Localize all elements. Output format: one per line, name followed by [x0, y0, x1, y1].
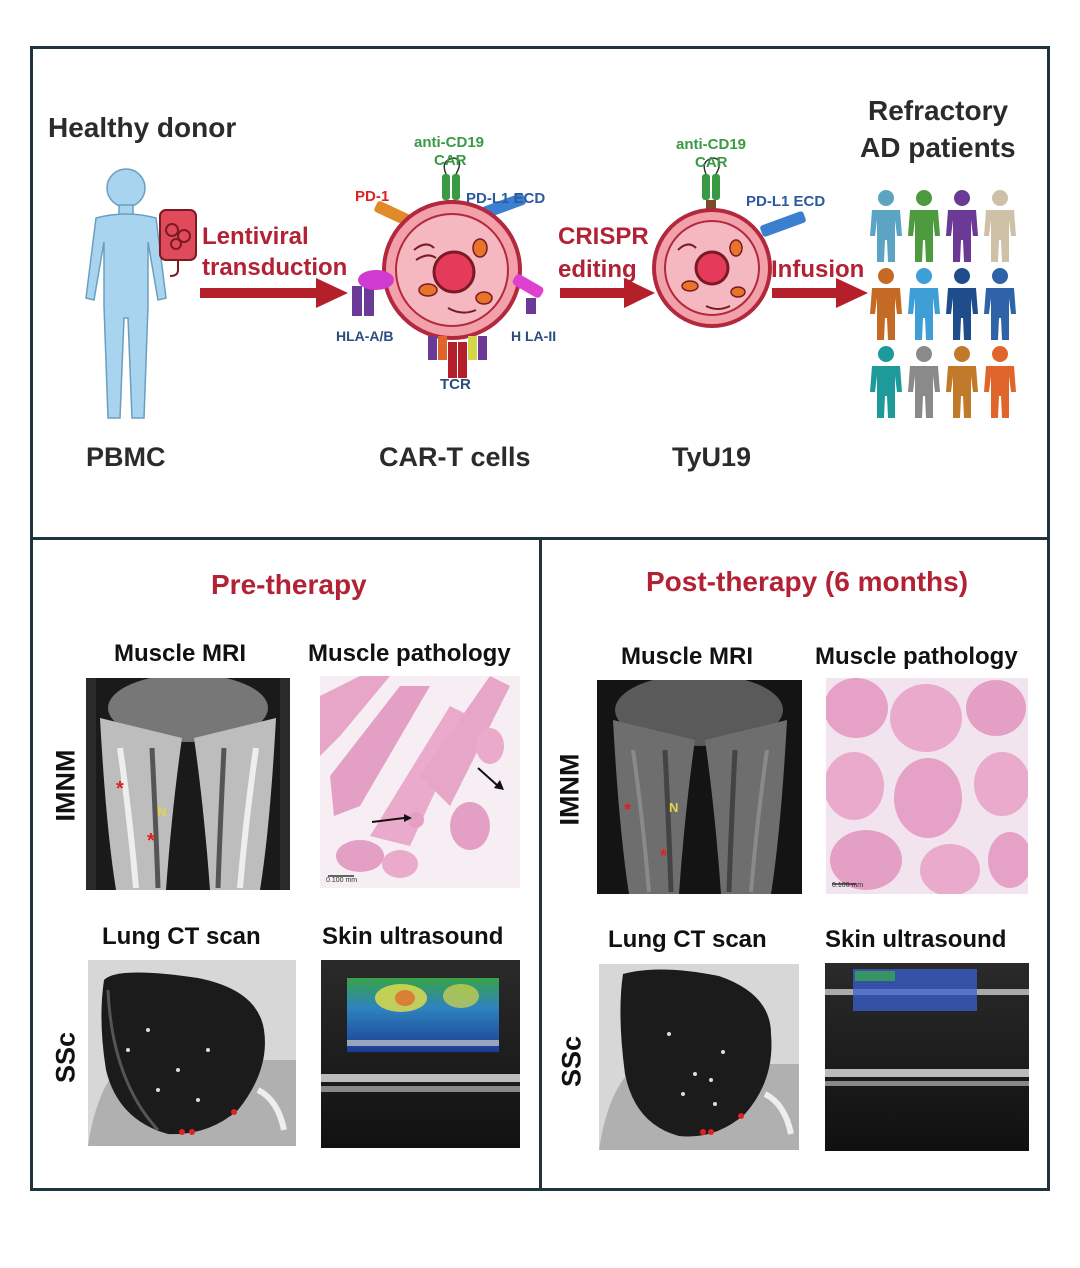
anti-cd19-label-line2: CAR [434, 152, 467, 169]
refractory-label-line2: AD patients [860, 132, 1016, 163]
lentiviral-label-line2: transduction [202, 254, 348, 281]
patient-figure-icon [908, 190, 940, 262]
patients-grid [870, 190, 1016, 418]
tyu19-label: TyU19 [672, 442, 752, 472]
patient-figure-icon [984, 346, 1016, 418]
pre-skin-ultrasound-image [321, 960, 520, 1148]
infusion-label: Infusion [771, 256, 865, 283]
hla-ii-label: H LA-II [511, 328, 557, 344]
post-therapy-title: Post-therapy (6 months) [646, 566, 969, 597]
patient-figure-icon [870, 268, 902, 340]
pre-muscle-pathology-image [320, 676, 520, 888]
pre-therapy-title: Pre-therapy [211, 569, 367, 600]
tcr-label: TCR [440, 376, 471, 393]
crispr-label-line2: editing [558, 256, 637, 283]
hla-ab-label: HLA-A/B [336, 328, 394, 344]
tyu19-pdl1-ecd-label: PD-L1 ECD [746, 193, 826, 210]
pre-muscle-pathology-label: Muscle pathology [308, 640, 511, 667]
post-muscle-mri-image [597, 680, 802, 894]
post-mri-n-mark: N [669, 800, 679, 815]
patient-figure-icon [908, 346, 940, 418]
post-ssc-label: SSc [556, 1035, 587, 1088]
pdl1-ecd-label: PD-L1 ECD [466, 190, 546, 207]
refractory-label-line1: Refractory [868, 95, 1009, 126]
post-lung-ct-label: Lung CT scan [608, 926, 767, 953]
pre-mri-star-2: * [147, 830, 155, 852]
pre-mri-star-1: * [116, 778, 124, 800]
lentiviral-arrow [200, 278, 348, 308]
car-t-cell-diagram [352, 157, 544, 378]
post-imnm-label: IMNM [554, 753, 585, 826]
patient-figure-icon [870, 346, 902, 418]
blood-bag-icon [159, 209, 197, 277]
healthy-donor-label: Healthy donor [48, 112, 237, 143]
tyu19-cell-diagram [652, 157, 806, 328]
pre-lung-ct-label: Lung CT scan [102, 923, 261, 950]
post-muscle-mri-label: Muscle MRI [621, 643, 754, 670]
patient-figure-icon [946, 268, 978, 340]
post-muscle-pathology-image [826, 678, 1028, 894]
post-pathology-scale-bar: 0.100 mm [832, 882, 864, 889]
patient-figure-icon [946, 190, 978, 262]
anti-cd19-label-line1: anti-CD19 [414, 134, 485, 151]
pre-muscle-mri-image [86, 678, 290, 890]
infusion-arrow [772, 278, 868, 308]
patient-figure-icon [946, 346, 978, 418]
pre-imnm-label: IMNM [50, 749, 81, 822]
patient-figure-icon [908, 268, 940, 340]
pre-skin-ultrasound-label: Skin ultrasound [322, 923, 504, 950]
donor-body-icon [85, 168, 167, 419]
crispr-arrow [560, 278, 655, 308]
lentiviral-label-line1: Lentiviral [202, 223, 309, 250]
pd1-label: PD-1 [355, 188, 390, 205]
pre-lung-ct-image [88, 960, 296, 1146]
pre-ssc-label: SSc [50, 1031, 81, 1084]
post-mri-star-2: * [660, 846, 668, 866]
patient-figure-icon [984, 268, 1016, 340]
tyu19-anti-cd19-label-line1: anti-CD19 [676, 136, 747, 153]
tyu19-anti-cd19-label-line2: CAR [695, 154, 728, 171]
post-skin-ultrasound-label: Skin ultrasound [825, 926, 1007, 953]
patient-figure-icon [984, 190, 1016, 262]
post-skin-ultrasound-image [825, 963, 1029, 1151]
post-mri-star-1: * [624, 800, 632, 820]
pre-pathology-scale-bar: 0.100 mm [326, 877, 358, 884]
bottom-right-panel-frame [539, 537, 1050, 1191]
pre-mri-n-mark: N [157, 804, 167, 819]
pre-muscle-mri-label: Muscle MRI [114, 640, 247, 667]
pbmc-label: PBMC [86, 442, 166, 472]
crispr-label-line1: CRISPR [558, 223, 649, 250]
car-t-cells-label: CAR-T cells [379, 442, 531, 472]
post-lung-ct-image [599, 964, 799, 1150]
post-muscle-pathology-label: Muscle pathology [815, 643, 1018, 670]
patient-figure-icon [870, 190, 902, 262]
